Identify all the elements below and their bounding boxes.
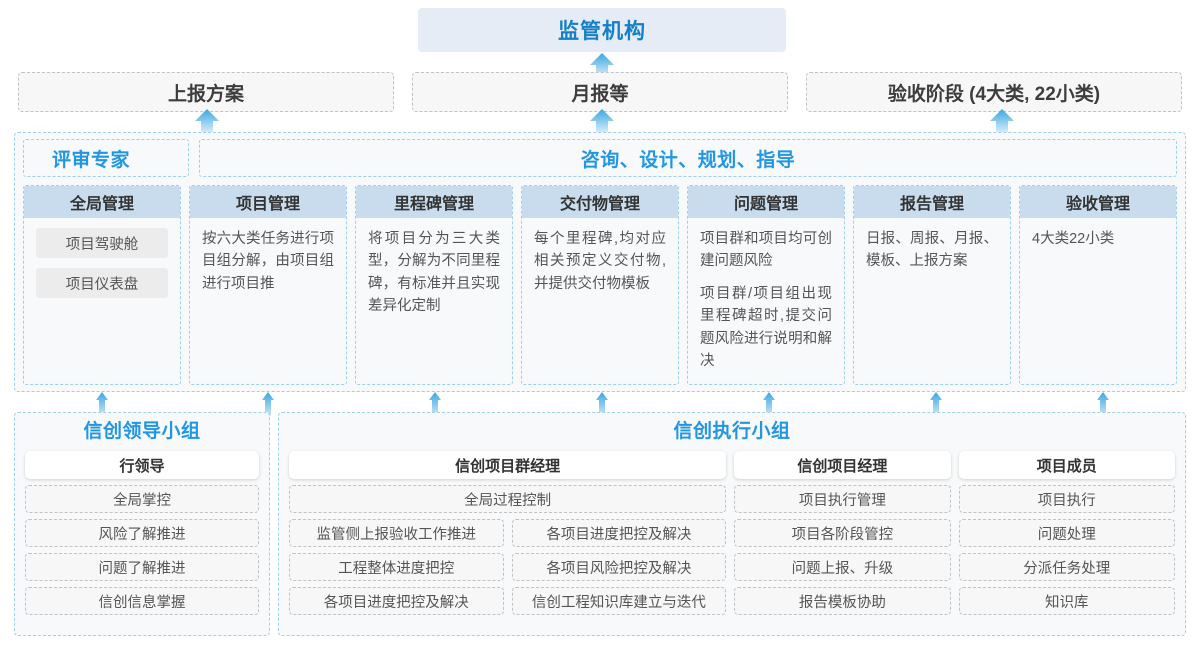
output-label-plan: 上报方案 <box>167 83 244 105</box>
list-item[interactable]: 报告模板协助 <box>734 587 951 615</box>
platform-header-row: 评审专家 咨询、设计、规划、指导 <box>23 139 1177 177</box>
column-chip[interactable]: 项目仪表盘 <box>36 268 168 298</box>
column-body: 项目群和项目均可创建问题风险 项目群/项目组出现里程碑超时,提交问题风险进行说明… <box>688 218 844 384</box>
list-item[interactable]: 各项目进度把控及解决 <box>289 587 504 615</box>
column-title: 问题管理 <box>688 186 844 218</box>
list-item[interactable]: 项目执行管理 <box>734 485 951 513</box>
management-columns: 全局管理 项目驾驶舱 项目仪表盘 项目管理 按六大类任务进行项目组分解，由项目组… <box>23 185 1177 385</box>
column-chip[interactable]: 项目驾驶舱 <box>36 228 168 258</box>
output-label-monthly: 月报等 <box>571 83 629 105</box>
arrow-up-icon-col-6 <box>929 392 943 418</box>
list-item[interactable]: 项目执行 <box>958 485 1176 513</box>
list-item[interactable]: 全局掌控 <box>25 485 259 513</box>
column-title: 项目管理 <box>190 186 346 218</box>
list-item[interactable]: 监管侧上报验收工作推进 <box>289 519 504 547</box>
list-item[interactable]: 信创信息掌握 <box>25 587 259 615</box>
list-item[interactable]: 全局过程控制 <box>289 485 727 513</box>
header-consulting-label: 咨询、设计、规划、指导 <box>580 149 796 171</box>
arrow-up-icon-col-1 <box>95 392 109 418</box>
group-leadership: 信创领导小组 行领导 全局掌控 风险了解推进 问题了解推进 信创信息掌握 <box>14 412 270 636</box>
list-item[interactable]: 项目各阶段管控 <box>734 519 951 547</box>
group-leadership-title: 信创领导小组 <box>83 421 201 442</box>
output-label-acceptance: 验收阶段 (4大类, 22小类) <box>887 83 1101 105</box>
arrow-up-icon-col-7 <box>1096 392 1110 418</box>
column-deliverable-management: 交付物管理 每个里程碑,均对应相关预定义交付物,并提供交付物模板 <box>521 185 679 385</box>
list-item[interactable]: 工程整体进度把控 <box>289 553 504 581</box>
column-body: 按六大类任务进行项目组分解，由项目组进行项目推 <box>190 218 346 384</box>
column-title: 报告管理 <box>854 186 1010 218</box>
list-item[interactable]: 各项目风险把控及解决 <box>511 553 727 581</box>
column-global-management: 全局管理 项目驾驶舱 项目仪表盘 <box>23 185 181 385</box>
role-column-project-manager: 信创项目经理 项目执行管理 项目各阶段管控 问题上报、升级 报告模板协助 <box>734 451 951 625</box>
arrow-up-icon-col-3 <box>428 392 442 418</box>
arrow-up-icon-to-plan <box>194 108 220 134</box>
regulator-banner: 监管机构 <box>418 8 786 52</box>
arrow-up-icon-col-5 <box>762 392 776 418</box>
column-body: 日报、周报、月报、模板、上报方案 <box>854 218 1010 384</box>
column-paragraph: 每个里程碑,均对应相关预定义交付物,并提供交付物模板 <box>534 231 666 292</box>
column-paragraph: 4大类22小类 <box>1032 231 1115 247</box>
column-body: 每个里程碑,均对应相关预定义交付物,并提供交付物模板 <box>522 218 678 384</box>
header-review-expert-label: 评审专家 <box>52 149 131 171</box>
list-item[interactable]: 知识库 <box>958 587 1176 615</box>
header-consulting: 咨询、设计、规划、指导 <box>199 139 1177 177</box>
column-report-management: 报告管理 日报、周报、月报、模板、上报方案 <box>853 185 1011 385</box>
arrow-up-icon-col-2 <box>261 392 275 418</box>
arrow-up-icon-col-4 <box>595 392 609 418</box>
column-title: 交付物管理 <box>522 186 678 218</box>
list-item[interactable]: 分派任务处理 <box>958 553 1176 581</box>
group-execution-title: 信创执行小组 <box>673 421 791 442</box>
role-column-program-manager: 信创项目群经理 全局过程控制 监管侧上报验收工作推进 工程整体进度把控 各项目进… <box>289 451 727 625</box>
program-manager-left-column: 监管侧上报验收工作推进 工程整体进度把控 各项目进度把控及解决 <box>289 519 504 615</box>
output-box-monthly[interactable]: 月报等 <box>412 72 788 112</box>
program-manager-right-column: 各项目进度把控及解决 各项目风险把控及解决 信创工程知识库建立与迭代 <box>511 519 727 615</box>
role-program-manager[interactable]: 信创项目群经理 <box>289 451 727 479</box>
program-manager-subcolumns: 监管侧上报验收工作推进 工程整体进度把控 各项目进度把控及解决 各项目进度把控及… <box>289 519 727 615</box>
arrow-up-icon-to-regulator <box>589 52 615 78</box>
role-bank-leader[interactable]: 行领导 <box>25 451 259 479</box>
role-project-member[interactable]: 项目成员 <box>958 451 1176 479</box>
platform-section: 评审专家 咨询、设计、规划、指导 全局管理 项目驾驶舱 项目仪表盘 项目管理 按… <box>14 132 1186 392</box>
column-title: 全局管理 <box>24 186 180 218</box>
list-item[interactable]: 问题处理 <box>958 519 1176 547</box>
column-issue-management: 问题管理 项目群和项目均可创建问题风险 项目群/项目组出现里程碑超时,提交问题风… <box>687 185 845 385</box>
arrow-up-icon-to-acceptance <box>989 108 1015 134</box>
role-column-project-member: 项目成员 项目执行 问题处理 分派任务处理 知识库 <box>958 451 1176 625</box>
execution-role-columns: 信创项目群经理 全局过程控制 监管侧上报验收工作推进 工程整体进度把控 各项目进… <box>289 451 1176 625</box>
column-paragraph: 将项目分为三大类型，分解为不同里程碑，有标准并且实现差异化定制 <box>368 231 500 315</box>
column-body: 将项目分为三大类型，分解为不同里程碑，有标准并且实现差异化定制 <box>356 218 512 384</box>
column-milestone-management: 里程碑管理 将项目分为三大类型，分解为不同里程碑，有标准并且实现差异化定制 <box>355 185 513 385</box>
regulator-banner-label: 监管机构 <box>558 20 646 43</box>
column-acceptance-management: 验收管理 4大类22小类 <box>1019 185 1177 385</box>
column-paragraph: 按六大类任务进行项目组分解，由项目组进行项目推 <box>202 231 334 292</box>
output-box-acceptance[interactable]: 验收阶段 (4大类, 22小类) <box>806 72 1182 112</box>
column-body: 项目驾驶舱 项目仪表盘 <box>24 218 180 384</box>
column-title: 里程碑管理 <box>356 186 512 218</box>
output-box-plan[interactable]: 上报方案 <box>18 72 394 112</box>
group-execution: 信创执行小组 信创项目群经理 全局过程控制 监管侧上报验收工作推进 工程整体进度… <box>278 412 1186 636</box>
organization-row: 信创领导小组 行领导 全局掌控 风险了解推进 问题了解推进 信创信息掌握 信创执… <box>14 412 1186 636</box>
list-item[interactable]: 风险了解推进 <box>25 519 259 547</box>
header-review-expert: 评审专家 <box>23 139 189 177</box>
list-item[interactable]: 问题了解推进 <box>25 553 259 581</box>
column-body: 4大类22小类 <box>1020 218 1176 384</box>
column-paragraph: 项目群和项目均可创建问题风险 <box>700 231 832 270</box>
role-project-manager-items: 项目执行管理 项目各阶段管控 问题上报、升级 报告模板协助 <box>734 485 951 615</box>
role-project-manager[interactable]: 信创项目经理 <box>734 451 951 479</box>
list-item[interactable]: 问题上报、升级 <box>734 553 951 581</box>
arrow-up-icon-to-monthly <box>589 108 615 134</box>
column-paragraph: 项目群/项目组出现里程碑超时,提交问题风险进行说明和解决 <box>700 285 832 370</box>
role-program-manager-items: 全局过程控制 监管侧上报验收工作推进 工程整体进度把控 各项目进度把控及解决 各… <box>289 485 727 615</box>
role-project-member-items: 项目执行 问题处理 分派任务处理 知识库 <box>958 485 1176 615</box>
column-paragraph: 日报、周报、月报、模板、上报方案 <box>866 231 998 270</box>
column-title: 验收管理 <box>1020 186 1176 218</box>
column-project-management: 项目管理 按六大类任务进行项目组分解，由项目组进行项目推 <box>189 185 347 385</box>
list-item[interactable]: 各项目进度把控及解决 <box>511 519 727 547</box>
output-row: 上报方案 月报等 验收阶段 (4大类, 22小类) <box>0 72 1200 112</box>
list-item[interactable]: 信创工程知识库建立与迭代 <box>511 587 727 615</box>
role-bank-leader-items: 全局掌控 风险了解推进 问题了解推进 信创信息掌握 <box>25 485 259 615</box>
